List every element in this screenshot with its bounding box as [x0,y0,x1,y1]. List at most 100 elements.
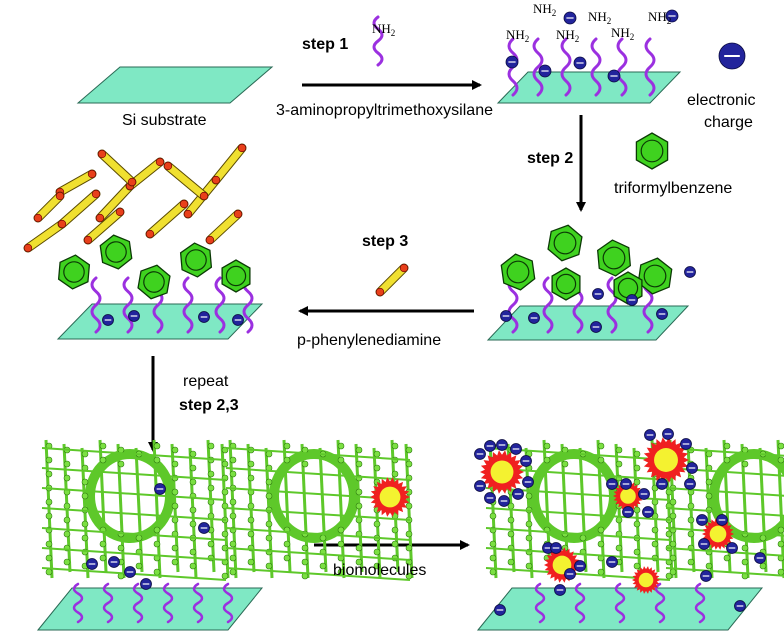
amine-subscript: 2 [391,28,396,38]
charge [198,311,210,323]
framework-node [687,502,695,510]
framework-node [741,558,749,566]
framework-node [171,460,179,468]
framework-node [247,502,255,510]
si-substrate-cof [36,587,264,631]
charge [510,443,522,455]
framework-node [597,540,605,548]
linker-end [183,209,193,219]
linker-end [233,209,243,219]
linker-body [24,220,66,252]
framework-bond [41,527,227,541]
framework-node [171,446,179,454]
framework-node [597,456,605,464]
si-substrate-plain [76,66,274,104]
phenylenediamine-linker [375,263,409,297]
framework-node [81,492,89,500]
framework-node [705,562,713,570]
framework-node [373,562,381,570]
linker-body [164,162,208,200]
framework-bond [225,467,411,481]
amine-label: NH2 [556,27,579,44]
charge [607,69,621,83]
framework-node [525,562,533,570]
framework-node [229,498,237,506]
charge [108,556,120,568]
linker-end [97,149,107,159]
charge [563,11,577,25]
biomolecule [632,566,660,594]
chain [372,15,384,67]
charge [474,480,486,492]
chain [654,582,666,624]
framework-node [391,470,399,478]
framework-node [405,460,413,468]
chain [694,582,706,624]
chain [222,582,234,624]
framework-node [525,520,533,528]
framework-node [229,470,237,478]
hexagon-inner-ring [105,241,127,263]
linker-end [95,213,105,223]
biomolecule [480,450,524,494]
electronic-label: electronic [687,92,756,109]
hexagon-ring [137,264,171,300]
linker-end [33,213,43,223]
repeat-label: repeat [183,373,229,390]
linker-body [206,210,242,244]
phenylenediamine-linker [145,199,189,239]
framework-node [489,568,497,576]
chain [532,37,544,97]
charge [528,312,540,324]
framework-node [283,442,291,450]
framework-node [301,544,309,552]
framework-node [355,460,363,468]
framework-node [355,488,363,496]
charge [622,506,634,518]
framework-bond [485,547,671,561]
framework-node [687,516,695,524]
framework-node [373,464,381,472]
hexagon-inner-ring [63,261,85,283]
chain [644,37,656,97]
amine-subscript: 2 [575,34,580,44]
phenylenediamine-linker [33,191,65,223]
biomolecule-core [638,572,654,588]
framework-node [319,562,327,570]
framework-bond [485,507,671,521]
charge [484,440,496,452]
charge [140,578,152,590]
charge [644,429,656,441]
framework-node [247,530,255,538]
cof-framework [41,439,230,581]
framework-node [669,568,677,576]
framework-bond [225,567,411,581]
amine-subscript: 2 [552,8,557,18]
triformylbenzene-label: triformylbenzene [614,180,733,197]
framework-node [669,540,677,548]
charge [696,514,708,526]
linker-body [58,190,100,228]
hexagon-ring [596,239,632,277]
framework-bond [665,527,784,537]
framework-node [633,464,641,472]
hexagon-ring [99,234,133,270]
framework-node [405,530,413,538]
framework-node [669,498,677,506]
linker-body [34,192,64,222]
framework-node [355,544,363,552]
framework-node [741,544,749,552]
framework-node [247,558,255,566]
framework-bond [41,447,227,461]
si-substrate-bio [476,587,764,631]
charge [498,495,510,507]
amine-label: NH2 [648,9,671,26]
triformylbenzene-hexagon [551,267,581,301]
hexagon-ring [179,242,213,278]
charge [606,478,618,490]
hexagon-ring [551,267,581,301]
linker-end [399,263,409,273]
framework-node [507,516,515,524]
step2-label: step 2 [527,150,574,167]
